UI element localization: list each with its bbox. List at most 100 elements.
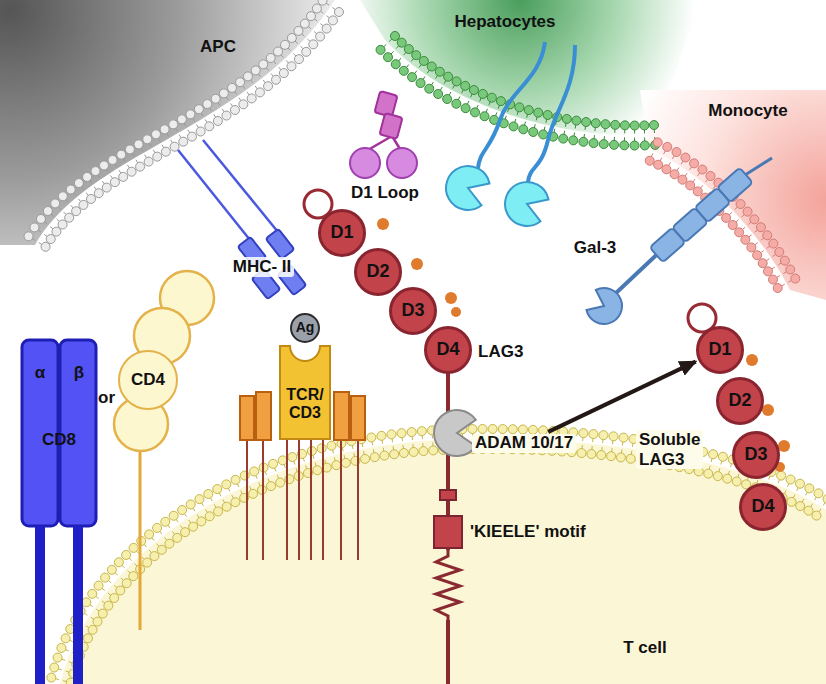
t-cell-membrane (796, 479, 805, 488)
t-cell-membrane (796, 502, 805, 511)
soluble-lag3-domain: D2 (716, 377, 764, 425)
cd3-chains (334, 392, 349, 440)
apc-membrane (322, 24, 331, 33)
t-cell-membrane (114, 558, 123, 567)
hepatocyte-membrane (534, 108, 543, 117)
t-cell-membrane (823, 494, 826, 503)
hepatocyte-membrane (620, 141, 629, 150)
t-cell-membrane (814, 489, 823, 498)
mhc-ii-molecule (178, 140, 306, 299)
part-name: D1 Loop (351, 183, 419, 203)
t-cell-membrane (619, 433, 628, 442)
soluble-lag3-domain: D1 (696, 326, 744, 374)
hepatocyte-membrane (404, 45, 413, 54)
t-cell-membrane (107, 565, 116, 574)
chain-name: α (35, 363, 45, 383)
t-cell-membrane (276, 478, 285, 487)
t-cell-membrane (804, 506, 813, 515)
monocyte-membrane (672, 148, 681, 157)
antigen-circle: Ag (290, 313, 320, 343)
t-cell-membrane (709, 450, 718, 459)
binding-pockets (434, 166, 622, 456)
d1-loop-ligand (368, 136, 392, 150)
apc-membrane (134, 140, 143, 149)
hepatocyte-membrane (543, 110, 552, 119)
apc-membrane (58, 192, 67, 201)
proteins (22, 42, 790, 684)
t-cell-membrane (704, 469, 713, 478)
cd3-chains (262, 438, 264, 560)
apc-membrane (151, 130, 160, 139)
t-cell-membrane (777, 471, 786, 480)
t-cell-membrane (518, 425, 527, 434)
apc-membrane (30, 223, 39, 232)
apc-membrane (287, 62, 296, 71)
cd4-receptor (139, 450, 142, 630)
t-cell-membrane (327, 441, 336, 450)
hepatocyte-membrane (539, 130, 548, 139)
monocyte-membrane (736, 200, 745, 209)
apc-membrane (273, 47, 282, 56)
apc-membrane (239, 100, 248, 109)
apc-membrane (35, 0, 335, 245)
hepatocyte-membrane (650, 121, 659, 130)
apc-membrane (187, 132, 196, 141)
monocyte-membrane (786, 265, 795, 274)
hepatocyte-membrane (444, 72, 453, 81)
galectin-3-pocket (586, 288, 622, 324)
t-cell-membrane (787, 497, 796, 506)
t-cell-membrane (60, 439, 826, 684)
soluble-lag3-domain: D3 (732, 431, 780, 479)
apc-membrane (316, 32, 325, 41)
apc-membrane (236, 78, 245, 87)
t-cell-membrane (57, 643, 66, 652)
cd3-chains (256, 392, 271, 440)
apc-membrane (294, 55, 303, 64)
t-cell-membrane (145, 530, 154, 539)
apc-membrane (102, 183, 111, 192)
apc-membrane (219, 89, 228, 98)
t-cell-membrane (150, 552, 159, 561)
cd3-chains (340, 438, 342, 560)
soluble-lag3-domain: D4 (739, 483, 787, 531)
t-cell-membrane (288, 453, 297, 462)
apc-membrane (287, 33, 296, 42)
hepatocyte-membrane (452, 77, 461, 86)
t-cell-membrane (98, 609, 107, 618)
hepatocyte-membrane (579, 137, 588, 146)
monocyte-membrane (663, 142, 672, 151)
monocyte-membrane (753, 251, 762, 260)
arrow-connector (548, 362, 695, 432)
monocyte-membrane (686, 181, 695, 190)
apc-membrane (272, 75, 281, 84)
t-cell-membrane (732, 477, 741, 486)
apc-membrane (230, 106, 239, 115)
t-cell-membrane (390, 450, 399, 459)
monocyte-membrane (693, 187, 702, 196)
apc-membrane (170, 142, 179, 151)
part-name: LAG3 (478, 342, 523, 362)
t-cell-membrane (607, 452, 616, 461)
apc-membrane (264, 82, 273, 91)
apc-membrane (243, 72, 252, 81)
apc-membrane (211, 94, 220, 103)
t-cell-membrane (82, 598, 91, 607)
monocyte-membrane (780, 256, 789, 265)
hepatocyte-membrane (640, 141, 649, 150)
t-cell-membrane (101, 573, 110, 582)
apc-membrane (302, 47, 311, 56)
monocyte-membrane (645, 156, 654, 165)
t-cell-membrane (269, 459, 278, 468)
adam-protease (434, 410, 476, 456)
hepatocyte-membrane (408, 73, 417, 82)
t-cell-membrane (498, 425, 507, 434)
d1-loop-ligand (350, 148, 380, 178)
t-cell-membrane (197, 517, 206, 526)
hepatocyte-membrane (376, 45, 385, 54)
hepatocyte-membrane (425, 84, 434, 93)
t-cell-membrane (589, 430, 598, 439)
hepatocyte-receptor (478, 42, 575, 182)
apc-membrane (58, 220, 67, 229)
hepatocyte-membrane (582, 118, 591, 127)
